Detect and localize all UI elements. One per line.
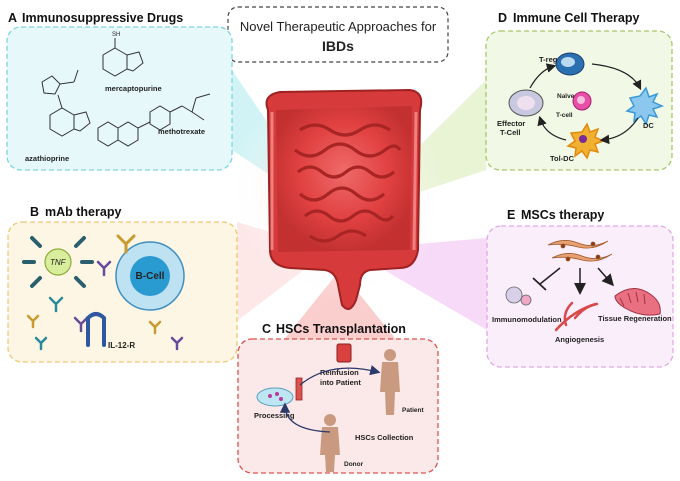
il-12-receptor — [86, 312, 106, 347]
iv-bag — [336, 343, 352, 363]
immune-cycle-arrows — [529, 63, 642, 145]
b-cell — [115, 241, 185, 311]
msc-cells — [547, 240, 613, 262]
tnf-molecule — [22, 236, 94, 288]
tissue-regeneration-label: Tissue Regeneration — [598, 314, 672, 323]
tissue-intestine — [614, 288, 661, 316]
donor-figure — [320, 414, 340, 472]
msc-effect-arrows — [532, 267, 614, 295]
panel-a-title: Immunosuppressive Drugs — [22, 11, 183, 25]
dc-cell — [625, 86, 665, 126]
methotrexate-label: methotrexate — [158, 127, 205, 136]
dc-label: DC — [643, 121, 654, 130]
panel-e-title: MSCs therapy — [521, 208, 604, 222]
il-12-r-label: IL-12-R — [108, 341, 135, 350]
hscs-collection-label: HSCs Collection — [355, 433, 414, 442]
methotrexate-structure — [97, 93, 211, 147]
panel-d: D Immune Cell Therapy T-reg Effector T-C… — [485, 11, 673, 171]
mercaptopurine-label: mercaptopurine — [105, 84, 162, 93]
effector-label-1: Effector — [497, 119, 525, 128]
title-line-1: Novel Therapeutic Approaches for — [240, 19, 437, 34]
intestine-illustration — [228, 80, 448, 310]
panel-d-letter: D — [498, 11, 507, 25]
patient-figure — [380, 349, 400, 415]
panel-c: C HSCs Transplantation Processing Reinfu… — [237, 322, 439, 474]
reinfusion-label-2: into Patient — [320, 378, 361, 387]
reinfusion-label-1: Reinfusion — [320, 368, 359, 377]
b-cell-label: B-Cell — [136, 271, 165, 282]
panel-b: B mAb therapy TNF B-Cell IL-12-R — [7, 205, 238, 363]
processing-label: Processing — [254, 411, 295, 420]
panel-e-box — [486, 225, 674, 368]
panel-b-title: mAb therapy — [45, 205, 121, 219]
immune-cells-cluster — [505, 286, 532, 306]
antibodies — [26, 234, 184, 351]
immunomodulation-label: Immunomodulation — [492, 315, 562, 324]
panel-a: A Immunosuppressive Drugs SH mercaptopur… — [6, 11, 233, 171]
title-line-2: IBDs — [322, 38, 354, 54]
tol-dc-cell — [566, 122, 605, 160]
panel-b-letter: B — [30, 205, 39, 219]
azathioprine-label: azathioprine — [25, 154, 69, 163]
panel-a-box — [6, 26, 233, 171]
effector-label-2: T-Cell — [500, 128, 520, 137]
panel-d-title: Immune Cell Therapy — [513, 11, 639, 25]
mercaptopurine-structure — [102, 38, 144, 77]
mercaptopurine-sh: SH — [112, 32, 120, 38]
naive-label-1: Naïve — [557, 93, 575, 100]
azathioprine-structure — [41, 69, 91, 137]
naive-label-2: T-cell — [556, 112, 573, 119]
treg-cell — [555, 52, 585, 76]
tnf-label: TNF — [50, 258, 67, 267]
blood-vessels — [554, 301, 599, 332]
hscs-flow-arrows — [279, 365, 381, 433]
panel-e-letter: E — [507, 208, 515, 222]
processing-dish — [256, 377, 303, 407]
effector-t-cell — [508, 89, 544, 117]
angiogenesis-label: Angiogenesis — [555, 335, 604, 344]
naive-t-cell — [572, 91, 592, 111]
panel-e: E MSCs therapy Immunomodulation Angiogen… — [486, 208, 674, 368]
treg-label: T-reg — [539, 55, 558, 64]
panel-c-letter: C — [262, 322, 271, 336]
patient-label: Patient — [402, 407, 425, 414]
panel-c-title: HSCs Transplantation — [276, 322, 406, 336]
donor-label: Donor — [344, 461, 364, 468]
tol-dc-label: Tol-DC — [550, 154, 575, 163]
title-box: Novel Therapeutic Approaches for IBDs — [227, 6, 449, 63]
panel-a-letter: A — [8, 11, 17, 25]
beam-c — [282, 270, 398, 342]
